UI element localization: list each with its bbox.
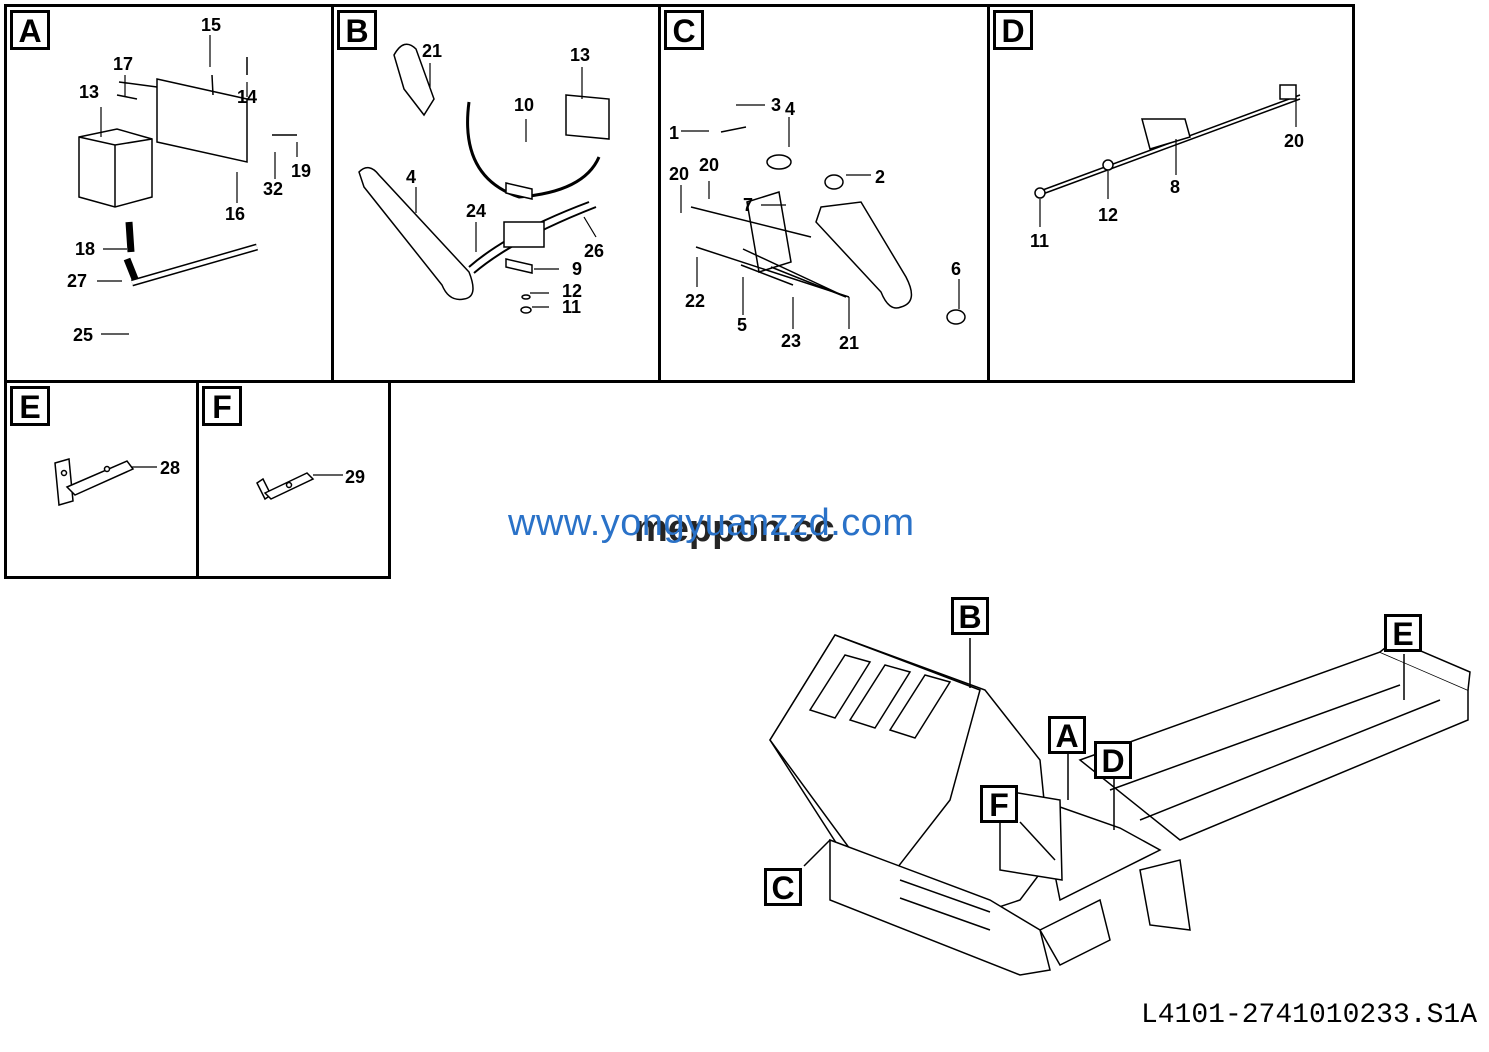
label-a-13: 13	[79, 82, 99, 102]
panel-c: C 3 4 1 2	[658, 4, 990, 383]
label-c-21: 21	[839, 333, 859, 353]
label-d-8: 8	[1170, 177, 1180, 197]
label-c-20a: 20	[669, 164, 689, 184]
label-c-5: 5	[737, 315, 747, 335]
panel-c-drawing: 3 4 1 2 20 20 7 6 22 5 23 21	[669, 95, 966, 353]
panel-f-drawing: 29	[256, 467, 365, 501]
panel-b-drawing: 21 13 10 4 24 26 9 12 11	[358, 41, 610, 317]
label-c-20b: 20	[699, 155, 719, 175]
panel-e: E 28	[4, 380, 199, 579]
panel-a: A 15 17 13 14 19	[4, 4, 334, 383]
panel-d-drawing: 20 8 12 11	[1030, 84, 1304, 251]
panel-f-tag: F	[202, 386, 242, 426]
label-a-25: 25	[73, 325, 93, 345]
label-b-9: 9	[572, 259, 582, 279]
label-d-12: 12	[1098, 205, 1118, 225]
watermark-meppon: meppon.cc	[634, 508, 835, 550]
panel-f: F 29	[196, 380, 391, 579]
overview-callout-e: E	[1384, 614, 1422, 652]
panel-a-drawing: 15 17 13 14 19 32 16 18 27 25	[67, 15, 311, 345]
label-d-11: 11	[1030, 231, 1049, 251]
watermark-url: www.yongyuanzzd.com	[508, 502, 915, 544]
label-f-29: 29	[345, 467, 365, 487]
label-a-17: 17	[113, 54, 133, 74]
label-a-19: 19	[291, 161, 311, 181]
panel-b: B 21 13 10 4	[331, 4, 661, 383]
label-b-4: 4	[406, 167, 416, 187]
label-b-26: 26	[584, 241, 604, 261]
label-a-15: 15	[201, 15, 221, 35]
label-c-22: 22	[685, 291, 705, 311]
label-b-12: 12	[562, 281, 582, 301]
drawing-code: L4101-2741010233.S1A	[1140, 1000, 1477, 1031]
label-c-7: 7	[743, 195, 753, 215]
overview-callout-a: A	[1048, 716, 1086, 754]
label-a-18: 18	[75, 239, 95, 259]
label-b-13: 13	[570, 45, 590, 65]
panel-e-tag: E	[10, 386, 50, 426]
overview-callout-f: F	[980, 785, 1018, 823]
label-b-11: 11	[562, 297, 581, 317]
label-a-27: 27	[67, 271, 87, 291]
overview-callout-c: C	[764, 868, 802, 906]
label-e-28: 28	[160, 458, 180, 478]
label-b-24: 24	[466, 201, 486, 221]
label-a-14: 14	[237, 87, 257, 107]
label-d-20: 20	[1284, 131, 1304, 151]
label-b-10: 10	[514, 95, 534, 115]
panel-b-tag: B	[337, 10, 377, 50]
label-c-2: 2	[875, 167, 885, 187]
panel-d: D 20 8 12 11	[987, 4, 1355, 383]
label-b-21: 21	[422, 41, 442, 61]
label-c-1: 1	[669, 123, 679, 143]
panel-d-tag: D	[993, 10, 1033, 50]
label-c-23: 23	[781, 331, 801, 351]
label-a-16: 16	[225, 204, 245, 224]
label-c-3: 3	[771, 95, 781, 115]
panel-e-drawing: 28	[54, 458, 180, 506]
overview-callout-d: D	[1094, 741, 1132, 779]
label-c-6: 6	[951, 259, 961, 279]
panel-c-tag: C	[664, 10, 704, 50]
label-a-32: 32	[263, 179, 283, 199]
panel-a-tag: A	[10, 10, 50, 50]
overview-callout-b: B	[951, 597, 989, 635]
label-c-4: 4	[785, 99, 795, 119]
